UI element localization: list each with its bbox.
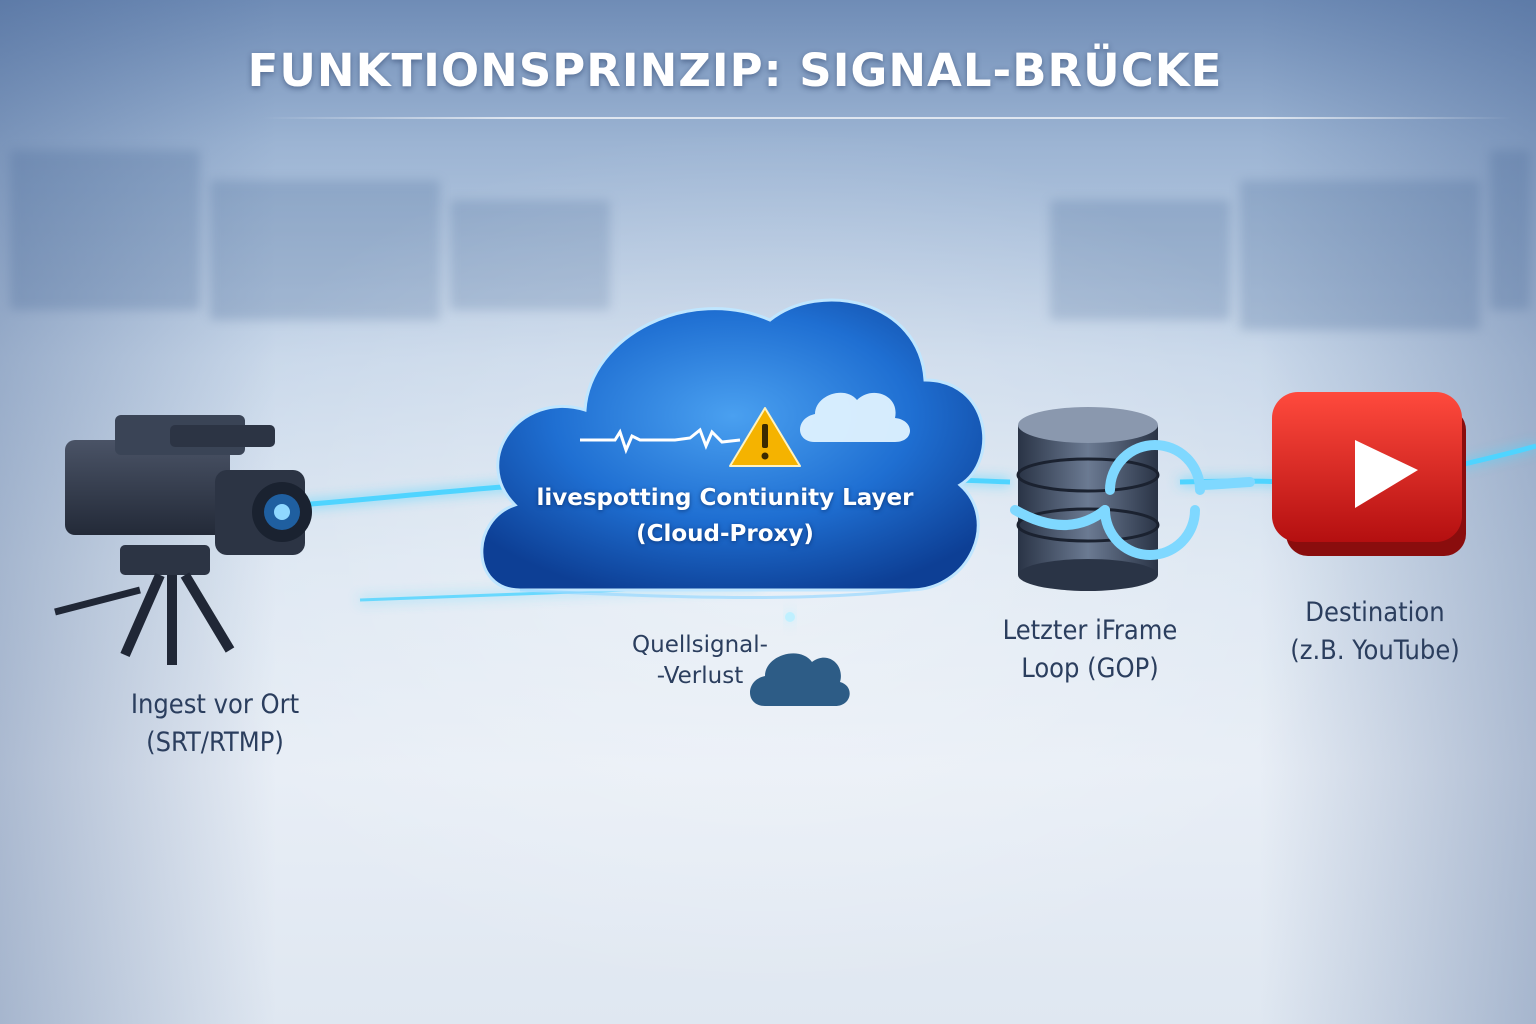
loop-label-line2: Loop (GOP): [1021, 653, 1159, 684]
loop-label-line1: Letzter iFrame: [1002, 615, 1178, 646]
cloud-icon: [480, 298, 985, 599]
signal-waveform-icon: [580, 427, 741, 455]
diagram-title: FUNKTIONSPRINZIP: SIGNAL-BRÜCKE: [247, 44, 1223, 97]
youtube-play-icon: [1272, 392, 1466, 556]
destination-label-line1: Destination: [1305, 597, 1445, 628]
proxy-label: livespotting Contiunity Layer (Cloud-Pro…: [530, 480, 920, 552]
title-divider: [262, 117, 1512, 119]
small-cloud-inner-icon: [800, 392, 910, 442]
loop-arrows-icon: [1010, 440, 1255, 560]
ingest-label-line2: (SRT/RTMP): [146, 727, 284, 758]
signal-loss-label: Quellsignal- -Verlust: [600, 630, 800, 692]
proxy-label-line2: (Cloud-Proxy): [636, 521, 814, 547]
proxy-label-line1: livespotting Contiunity Layer: [536, 485, 914, 511]
small-cloud-icon: [750, 653, 850, 706]
signal-loss-label-line1: Quellsignal-: [632, 632, 768, 658]
warning-icon: [729, 407, 801, 467]
destination-label-line2: (z.B. YouTube): [1290, 635, 1460, 666]
signal-loss-label-line2: -Verlust: [656, 663, 744, 689]
loop-label: Letzter iFrame Loop (GOP): [970, 612, 1210, 688]
ingest-label: Ingest vor Ort (SRT/RTMP): [95, 686, 335, 762]
ingest-label-line1: Ingest vor Ort: [130, 689, 300, 720]
signal-drop-dot: [785, 612, 795, 622]
destination-label: Destination (z.B. YouTube): [1255, 594, 1495, 670]
database-icon: [1016, 407, 1160, 591]
video-camera-icon: [54, 415, 312, 665]
